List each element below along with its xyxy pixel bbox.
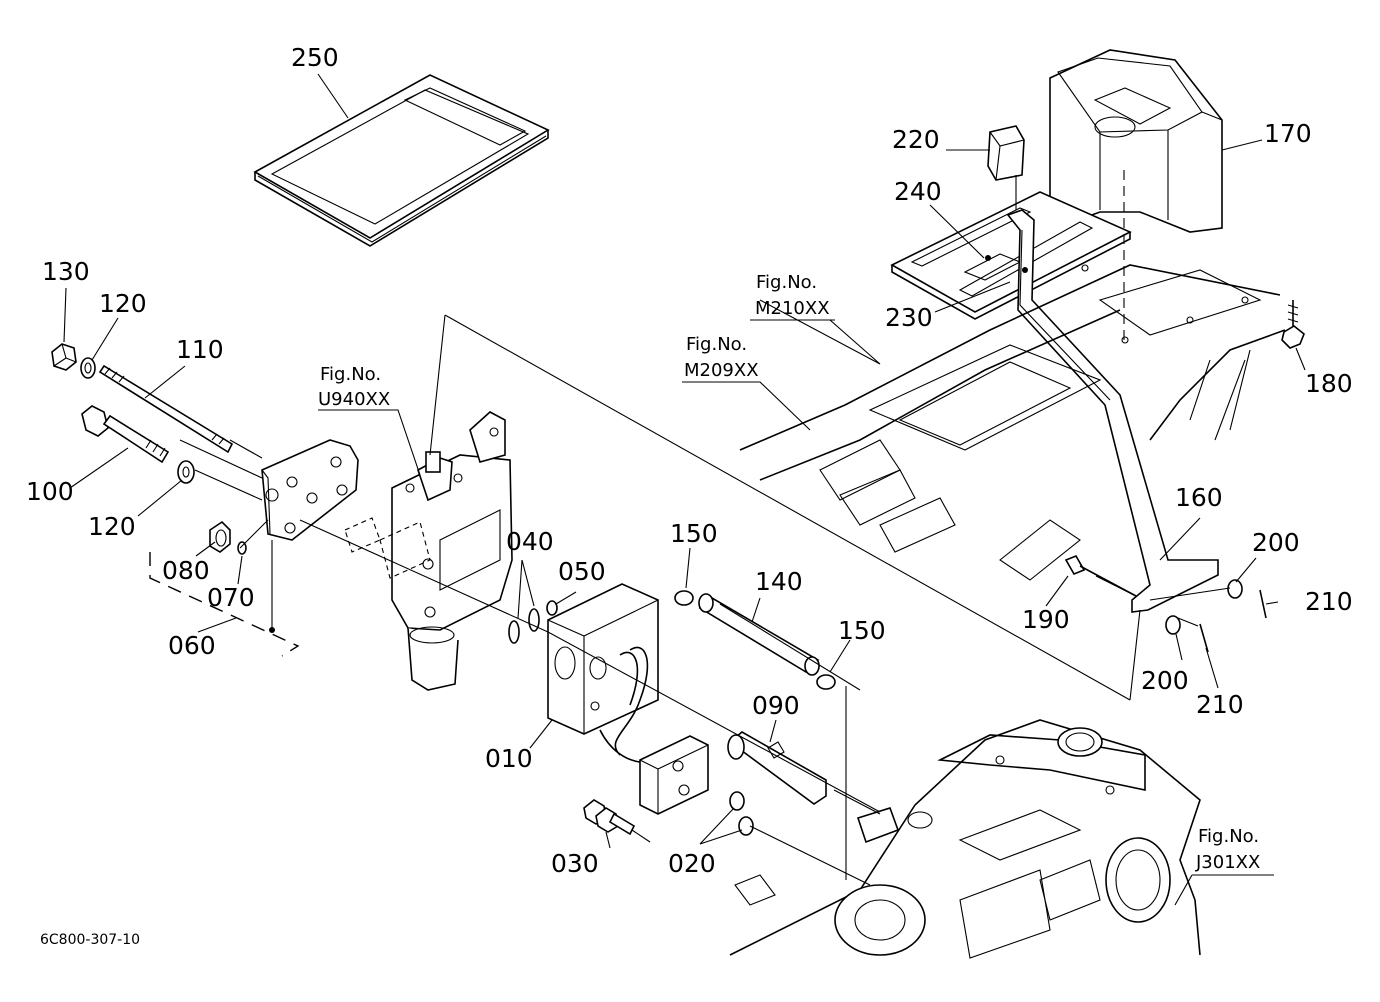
drawing-code: 6C800-307-10 (40, 932, 140, 948)
bolts-030 (583, 799, 636, 836)
callout-030: 030 (551, 849, 599, 878)
callout-180: 180 (1305, 369, 1353, 398)
pipe-090 (727, 731, 827, 805)
callout-160: 160 (1175, 483, 1223, 512)
callout-010: 010 (485, 744, 533, 773)
lever-knob-220 (987, 125, 1025, 181)
assembly-lines (179, 170, 1231, 886)
tractor-frame (739, 264, 1286, 581)
callout-190: 190 (1022, 605, 1070, 634)
o-rings-020 (729, 791, 754, 836)
control-lever-160 (985, 209, 1219, 613)
callout-100: 100 (26, 477, 74, 506)
transmission-case (729, 719, 1201, 959)
washer-120-lower (177, 460, 195, 484)
callout-120-lower: 120 (88, 512, 136, 541)
callout-150-right: 150 (838, 616, 886, 645)
callout-090: 090 (752, 691, 800, 720)
callout-230: 230 (885, 303, 933, 332)
callout-060: 060 (168, 631, 216, 660)
callout-040: 040 (506, 527, 554, 556)
figure-ref-m210-number: M210XX (755, 298, 830, 319)
end-cover-plate (261, 439, 359, 541)
pin-190 (1064, 554, 1137, 597)
pipe-end-block (639, 735, 709, 815)
callout-070: 070 (207, 583, 255, 612)
control-valve-body (344, 411, 513, 691)
plug-080 (209, 520, 231, 553)
figure-ref-m209-label: Fig.No. (686, 334, 747, 355)
figure-ref-j301: Fig.No. J301XX (1195, 826, 1260, 873)
bolt-100 (81, 405, 170, 464)
washer-200-lower (1165, 615, 1181, 635)
figure-ref-j301-number: J301XX (1195, 852, 1260, 873)
washer-120-upper (80, 357, 96, 379)
leader-lines (63, 73, 1306, 906)
callout-140: 140 (755, 567, 803, 596)
callout-200-right: 200 (1252, 528, 1300, 557)
o-ring-150-right (816, 674, 836, 690)
callout-130: 130 (42, 257, 90, 286)
adapter-block-010 (547, 583, 659, 763)
lever-guide-cover-170 (1049, 49, 1223, 233)
figure-ref-m210-label: Fig.No. (756, 272, 817, 293)
callout-200-lower: 200 (1141, 666, 1189, 695)
pipe-140 (698, 593, 820, 676)
operators-manual-250 (253, 74, 550, 247)
figure-ref-u940-number: U940XX (318, 389, 390, 410)
o-ring-070 (237, 541, 247, 555)
callout-110: 110 (176, 335, 224, 364)
kit-060-bracket (149, 552, 300, 657)
figure-ref-u940-label: Fig.No. (320, 364, 381, 385)
callout-150-left: 150 (670, 519, 718, 548)
o-ring-050 (546, 600, 558, 616)
lever-plate-230 (890, 191, 1132, 320)
callout-050: 050 (558, 557, 606, 586)
callout-020: 020 (668, 849, 716, 878)
o-rings-040 (508, 608, 540, 644)
figure-ref-m209: Fig.No. M209XX (684, 334, 759, 381)
cotter-pin-210-lower (1199, 623, 1209, 653)
callout-120-upper: 120 (99, 289, 147, 318)
figure-ref-u940: Fig.No. U940XX (318, 364, 390, 410)
washer-200-right (1227, 579, 1243, 599)
callout-170: 170 (1264, 119, 1312, 148)
stud-bolt-110 (98, 364, 234, 454)
nut-130 (51, 343, 77, 371)
callout-250: 250 (291, 43, 339, 72)
callout-210-lower: 210 (1196, 690, 1244, 719)
o-ring-150-left (674, 590, 694, 606)
callout-240: 240 (894, 177, 942, 206)
figure-ref-j301-label: Fig.No. (1198, 826, 1259, 847)
callout-210-right: 210 (1305, 587, 1353, 616)
figure-ref-m209-number: M209XX (684, 360, 759, 381)
callout-080: 080 (162, 556, 210, 585)
screw-180 (1281, 300, 1305, 349)
cotter-pin-210-right (1259, 589, 1267, 619)
figure-ref-m210: Fig.No. M210XX (755, 272, 830, 319)
callout-220: 220 (892, 125, 940, 154)
callout-labels: 250 220 170 240 230 180 130 120 110 100 … (26, 43, 1353, 878)
